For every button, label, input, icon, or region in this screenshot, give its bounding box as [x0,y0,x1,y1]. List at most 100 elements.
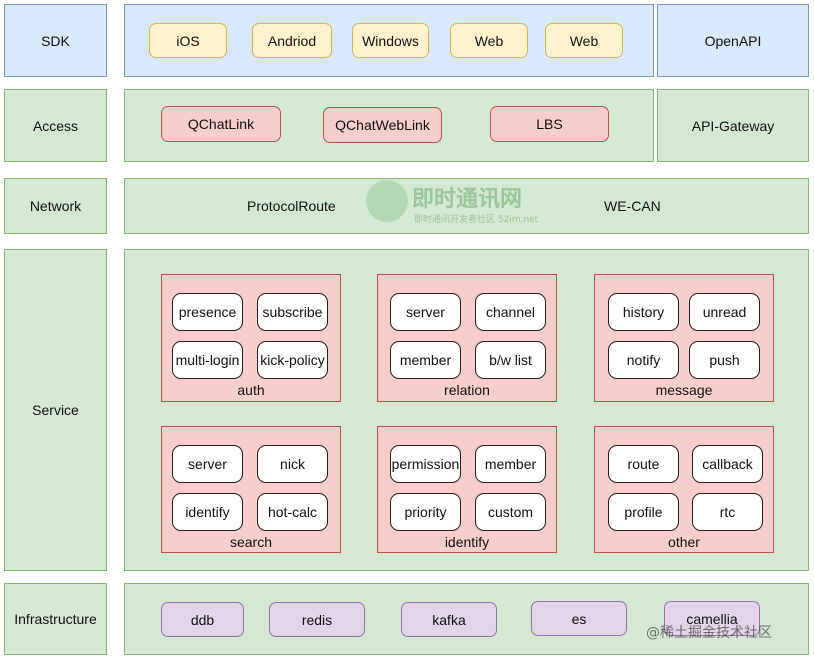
item-text: multi-login [175,352,240,368]
service-item-hot-calc: hot-calc [257,493,328,531]
chip-text: es [571,610,587,627]
sdk-chip-web-1: Web [450,23,528,58]
infra-chip-es: es [531,601,627,636]
chip-text: redis [301,611,333,628]
sdk-chip-windows: Windows [352,23,429,58]
item-text: subscribe [262,304,323,320]
service-group-label-other: other [668,534,700,550]
access-chip-lbs: LBS [490,106,609,142]
watermark-logo-icon [366,180,408,222]
side-text: API-Gateway [691,117,775,134]
service-item-custom: custom [475,493,546,531]
chip-text: iOS [176,32,200,49]
chip-text: ddb [190,611,215,628]
service-item-bw-list: b/w list [475,341,546,379]
service-item-channel: channel [475,293,546,331]
sdk-chip-ios: iOS [149,23,227,58]
service-group-label-auth: auth [237,382,265,398]
service-item-route: route [608,445,679,483]
chip-text: camellia [686,610,738,627]
item-text: b/w list [489,352,532,368]
infra-chip-redis: redis [269,602,365,637]
item-text: history [622,304,665,320]
service-group-label-relation: relation [444,382,490,398]
chip-text: kafka [432,611,466,628]
chip-text: Andriod [267,32,317,49]
chip-text: QChatWebLink [335,117,430,133]
access-chip-qchatlink: QChatLink [161,106,281,142]
service-item-notify: notify [608,341,679,379]
service-item-priority: priority [390,493,461,531]
item-text: presence [178,304,237,320]
service-item-subscribe: subscribe [257,293,328,331]
service-group-label-message: message [655,382,713,398]
service-group-label-identify: identify [444,534,490,550]
service-item-nick: nick [257,445,328,483]
layer-label-text: Service [32,402,79,418]
service-group-label-search: search [229,534,273,550]
network-we-can: WE-CAN [604,198,661,214]
chip-text: Web [474,32,504,49]
service-item-permission: permission [390,445,461,483]
service-item-callback: callback [692,445,763,483]
layer-label-service: Service [4,249,107,571]
layer-label-text: Access [32,117,79,134]
service-item-identify: identify [172,493,243,531]
item-text: member [399,352,452,368]
layer-label-text: Network [29,198,82,214]
layer-label-access: Access [4,89,107,162]
layer-label-text: Infrastructure [14,611,97,627]
access-side-api-gateway: API-Gateway [657,89,809,162]
sdk-side-openapi: OpenAPI [657,4,809,77]
service-item-profile: profile [608,493,679,531]
item-text: identify [185,504,230,520]
layer-label-text: SDK [41,32,70,49]
item-text: kick-policy [260,352,325,368]
service-item-server: server [390,293,461,331]
sdk-chip-android: Andriod [252,23,332,58]
item-text: hot-calc [267,504,318,520]
chip-text: LBS [536,116,563,132]
watermark-subtitle: 即时通讯开发者社区 52im.net [414,215,539,225]
item-text: custom [487,504,534,520]
sdk-chip-web-2: Web [545,23,623,58]
item-text: nick [280,456,305,472]
item-text: priority [404,504,447,520]
layer-label-sdk: SDK [4,4,107,77]
service-item-member: member [390,341,461,379]
item-text: profile [624,504,663,520]
service-item-server: server [172,445,243,483]
infra-chip-ddb: ddb [161,602,244,637]
network-area [124,178,809,234]
item-text: member [484,456,537,472]
chip-text: Web [569,32,599,49]
item-text: server [406,304,445,320]
service-item-unread: unread [689,293,760,331]
item-text: push [709,352,740,368]
watermark-title: 即时通讯网 [412,187,523,212]
item-text: callback [702,456,753,472]
access-chip-qchatweblink: QChatWebLink [323,107,442,143]
service-item-member: member [475,445,546,483]
side-text: OpenAPI [704,32,762,49]
service-item-presence: presence [172,293,243,331]
item-text: permission [391,456,460,472]
chip-text: QChatLink [187,116,255,132]
item-text: route [627,456,660,472]
item-text: server [188,456,227,472]
service-item-multi-login: multi-login [172,341,243,379]
layer-label-infrastructure: Infrastructure [4,583,107,655]
item-text: channel [485,304,536,320]
service-item-history: history [608,293,679,331]
layer-label-network: Network [4,178,107,234]
chip-text: Windows [362,32,419,49]
service-item-rtc: rtc [692,493,763,531]
item-text: rtc [719,504,736,520]
infra-chip-camellia: camellia [664,601,760,636]
service-item-push: push [689,341,760,379]
item-text: unread [702,304,747,320]
watermark-corner: @稀土掘金技术社区 [646,625,772,641]
infra-chip-kafka: kafka [401,602,497,637]
network-protocolroute: ProtocolRoute [247,198,336,214]
item-text: notify [626,352,661,368]
